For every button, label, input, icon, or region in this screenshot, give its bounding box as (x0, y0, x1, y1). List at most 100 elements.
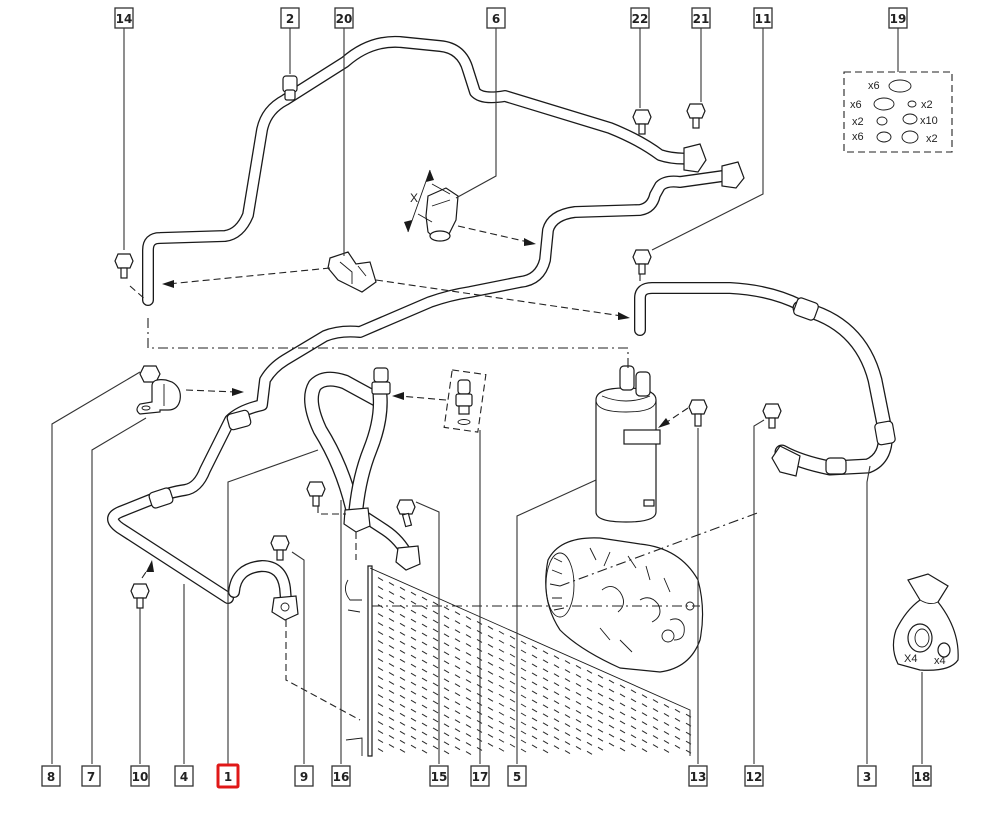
condenser-fin-mark (399, 748, 406, 753)
valve-cap-part-2[interactable] (282, 75, 298, 101)
condenser-fin-mark (608, 679, 615, 684)
callout-5[interactable]: 5 (507, 765, 527, 787)
svg-text:11: 11 (755, 12, 772, 26)
condenser-fin-mark (641, 694, 648, 699)
pressure-sensor-part-17[interactable] (443, 369, 487, 433)
condenser-fin-mark (509, 725, 516, 730)
seal-kit-qty-0: x6 (868, 80, 880, 92)
condenser-fin-mark (575, 673, 582, 678)
condenser-fin-mark (531, 708, 538, 713)
callout-12[interactable]: 12 (744, 765, 764, 787)
condenser-fin-mark (564, 750, 571, 754)
condenser-fin-mark (377, 658, 384, 662)
condenser-fin-mark (553, 664, 560, 669)
compressor[interactable] (545, 537, 704, 673)
hose-discharge[interactable] (303, 371, 421, 571)
callout-8[interactable]: 8 (41, 765, 61, 787)
callout-20[interactable]: 20 (334, 7, 354, 29)
callout-7[interactable]: 7 (81, 765, 101, 787)
condenser-fin-mark (377, 577, 384, 581)
condenser[interactable] (345, 565, 692, 757)
pipe-upper-suction[interactable] (142, 35, 701, 306)
callout-11[interactable]: 11 (753, 7, 773, 29)
condenser-fin-mark (377, 640, 384, 644)
callout-14[interactable]: 14 (114, 7, 134, 29)
callout-16[interactable]: 16 (331, 765, 351, 787)
condenser-fin-mark (575, 664, 582, 669)
callout-15[interactable]: 15 (429, 765, 449, 787)
bolt-part-21[interactable] (686, 103, 706, 129)
condenser-fin-mark (586, 687, 593, 692)
condenser-fin-mark (586, 714, 593, 719)
pressure-switch-part-6[interactable] (425, 187, 459, 242)
bolt-part-11[interactable] (632, 249, 652, 275)
svg-text:14: 14 (116, 12, 133, 26)
condenser-fin-mark (553, 727, 560, 732)
receiver-drier-part-5[interactable] (595, 365, 661, 523)
condenser-fin-mark (432, 709, 439, 714)
callout-17[interactable]: 17 (470, 765, 490, 787)
condenser-fin-mark (421, 659, 428, 664)
condenser-fin-mark (542, 731, 549, 736)
condenser-fin-mark (498, 738, 505, 743)
condenser-fin-mark (388, 618, 395, 622)
condenser-fin-mark (564, 696, 571, 700)
condenser-fin-mark (630, 698, 637, 703)
pressure-sensor-fitted[interactable] (371, 367, 391, 395)
condenser-fin-mark (432, 646, 439, 651)
condenser-fin-mark (630, 707, 637, 712)
condenser-fin-mark (388, 609, 395, 613)
callout-9[interactable]: 9 (294, 765, 314, 787)
callout-22[interactable]: 22 (630, 7, 650, 29)
seal-kit-part-19[interactable]: x6 x6 x2 x2 x10 x6 x2 (843, 71, 953, 153)
cap-bag-part-18[interactable]: X4 x4 (892, 573, 959, 671)
bolt-part-9[interactable] (270, 535, 290, 561)
condenser-fin-mark (597, 701, 604, 706)
condenser-fin-mark (432, 628, 439, 633)
condenser-fin-mark (377, 586, 384, 590)
bolt-part-14[interactable] (114, 253, 134, 279)
condenser-fin-mark (443, 750, 450, 755)
svg-text:9: 9 (300, 770, 308, 784)
bolt-part-15[interactable] (396, 499, 416, 528)
condenser-fin-mark (597, 683, 604, 688)
clamp-part-7[interactable] (136, 379, 181, 415)
condenser-fin-mark (520, 721, 527, 726)
condenser-fin-mark (674, 744, 681, 749)
condenser-fin-mark (608, 688, 615, 693)
callout-4[interactable]: 4 (174, 765, 194, 787)
condenser-fin-mark (608, 733, 615, 738)
condenser-fin-mark (542, 704, 549, 709)
pipe-clip-part-20[interactable] (327, 251, 377, 293)
bolt-part-12[interactable] (762, 403, 782, 429)
callout-2[interactable]: 2 (280, 7, 300, 29)
callout-13[interactable]: 13 (688, 765, 708, 787)
hose-suction-large[interactable] (634, 282, 896, 477)
pipe-flange-upper[interactable] (683, 143, 745, 189)
pipe-liquid-line[interactable] (107, 169, 736, 604)
condenser-fin-mark (652, 726, 659, 731)
seal-kit-qty-3: x2 (852, 116, 864, 128)
callout-10[interactable]: 10 (130, 765, 150, 787)
bolt-part-16[interactable] (306, 481, 326, 507)
pipe-short-bend[interactable] (228, 560, 299, 621)
svg-text:1: 1 (224, 770, 232, 784)
condenser-fin-mark (531, 672, 538, 677)
condenser-fin-mark (399, 586, 406, 591)
condenser-fin-mark (377, 685, 384, 689)
bolt-part-22[interactable] (632, 109, 652, 135)
callout-1-selected[interactable]: 1 (216, 763, 240, 789)
condenser-fin-mark (399, 739, 406, 744)
callout-18[interactable]: 18 (912, 765, 932, 787)
condenser-fin-mark (454, 611, 461, 616)
callout-21[interactable]: 21 (691, 7, 711, 29)
condenser-fin-mark (509, 698, 516, 703)
callout-6[interactable]: 6 (486, 7, 506, 29)
condenser-fin-mark (377, 622, 384, 626)
callout-3[interactable]: 3 (857, 765, 877, 787)
bolt-part-13[interactable] (688, 399, 708, 427)
bolt-part-10[interactable] (130, 583, 150, 609)
callout-19[interactable]: 19 (888, 7, 908, 29)
condenser-fin-mark (509, 716, 516, 721)
condenser-fin-mark (432, 601, 439, 606)
